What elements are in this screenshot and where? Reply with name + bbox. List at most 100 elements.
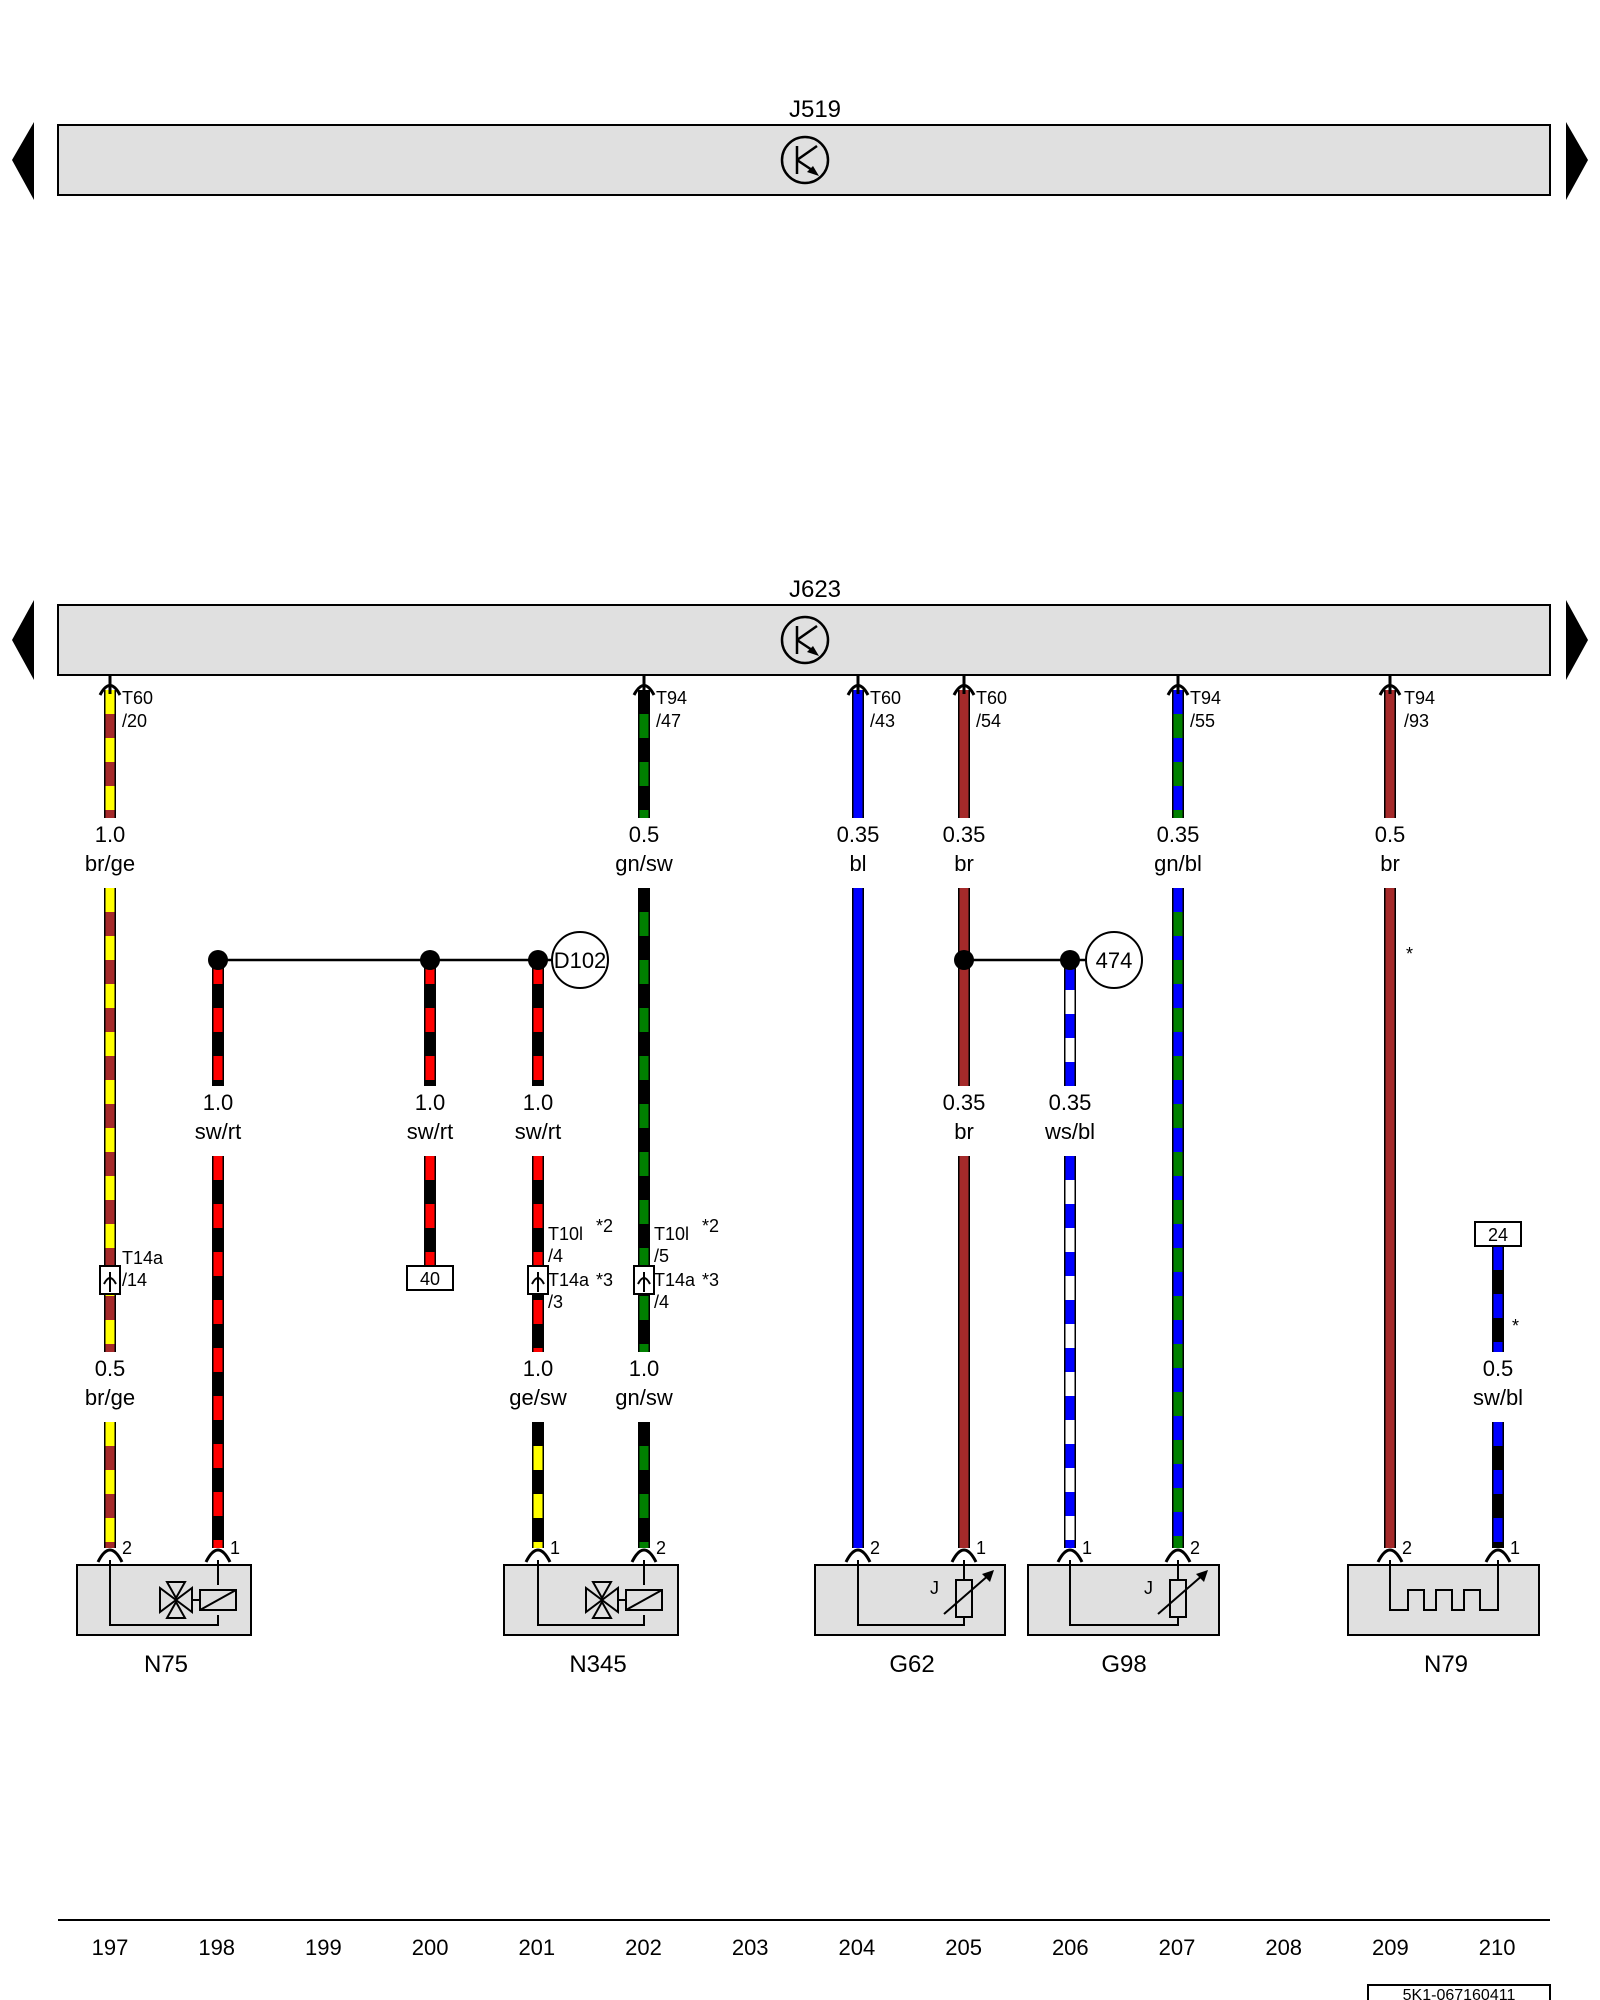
arrow-left-icon[interactable] xyxy=(12,122,34,200)
component-g98-pin: 2 xyxy=(1190,1538,1200,1558)
inline-t14a-3-note: *3 xyxy=(596,1270,613,1290)
inline-t14a-3-label: T14a xyxy=(548,1270,590,1290)
inline-connector-labels: T14a /14 T10l *2 /4 T14a *3 /3 T10l *2 /… xyxy=(122,1216,719,1312)
terminal-socket-icon xyxy=(1164,1548,1192,1563)
wire-color: br xyxy=(954,1119,974,1144)
component-g62-pin: 2 xyxy=(870,1538,880,1558)
ref-474-label: 474 xyxy=(1096,948,1133,973)
ref-box-24[interactable] xyxy=(1474,1221,1522,1247)
junction-dot xyxy=(1060,950,1080,970)
component-n75-pin: 1 xyxy=(230,1538,240,1558)
column-number: 202 xyxy=(625,1935,662,1960)
temperature-sensor-icon xyxy=(1157,1570,1208,1618)
connector-t60-20-label: T60 xyxy=(122,688,153,708)
module-j623-label: J623 xyxy=(789,576,841,603)
inline-t14a-14-pin: /14 xyxy=(122,1270,147,1290)
component-g62[interactable]: J 2 1 G62 xyxy=(814,1538,1006,1678)
module-j519-label: J519 xyxy=(789,96,841,123)
connector-t94-47-label: T94 xyxy=(656,688,687,708)
ref-box-40[interactable] xyxy=(406,1265,454,1291)
component-n345[interactable]: 1 2 N345 xyxy=(503,1538,679,1678)
component-n75[interactable]: 2 1 N75 xyxy=(76,1538,252,1678)
internal-wiring xyxy=(109,1560,219,1626)
wire-color: br/ge xyxy=(85,851,135,876)
inline-t10l-4-pin: /4 xyxy=(548,1246,563,1266)
internal-wiring xyxy=(857,1560,965,1626)
doc-id: 5K1-067160411 xyxy=(1403,1987,1516,2000)
component-g98-pin: 1 xyxy=(1082,1538,1092,1558)
terminal-socket-icon xyxy=(524,1548,552,1563)
wire-color: ge/sw xyxy=(509,1385,567,1410)
arrow-right-icon[interactable] xyxy=(1566,600,1588,680)
wire-size: 0.5 xyxy=(629,822,660,847)
solenoid-valve-icon xyxy=(585,1581,663,1619)
column-number: 210 xyxy=(1479,1935,1516,1960)
terminal-socket-icon xyxy=(1376,1548,1404,1563)
wire-color: gn/sw xyxy=(615,1385,673,1410)
wire-size: 1.0 xyxy=(523,1356,554,1381)
wire-size: 1.0 xyxy=(203,1090,234,1115)
wire-color: ws/bl xyxy=(1044,1119,1095,1144)
wire-layer xyxy=(104,690,1504,1548)
component-n79-pin: 1 xyxy=(1510,1538,1520,1558)
module-j623-box xyxy=(57,604,1551,676)
component-n79-pin: 2 xyxy=(1402,1538,1412,1558)
connector-t94-47-pin: /47 xyxy=(656,711,681,731)
note-asterisk: * xyxy=(1512,1316,1519,1336)
wire-color: sw/rt xyxy=(407,1119,453,1144)
component-g98[interactable]: J 1 2 G98 xyxy=(1027,1538,1220,1678)
wire-color: gn/bl xyxy=(1154,851,1202,876)
arrow-left-icon[interactable] xyxy=(12,600,34,680)
wire-color: br xyxy=(1380,851,1400,876)
connector-labels: T60 /20 T94 /47 T60 /43 T60 /54 T94 /55 … xyxy=(122,688,1435,731)
component-n79[interactable]: 2 1 N79 xyxy=(1347,1538,1540,1678)
connector-t94-93-label: T94 xyxy=(1404,688,1435,708)
wire-size: 0.5 xyxy=(95,1356,126,1381)
inline-connectors xyxy=(99,1265,655,1295)
module-j623: J623 xyxy=(12,576,1588,680)
reference-marks: D102 474 40 24 xyxy=(406,931,1522,1291)
ref-24-label: 24 xyxy=(1488,1225,1508,1245)
wire-color: sw/rt xyxy=(515,1119,561,1144)
wire-size: 1.0 xyxy=(629,1356,660,1381)
internal-wiring xyxy=(537,1560,645,1626)
ref-circle-d102[interactable] xyxy=(551,931,609,989)
wire-color: sw/bl xyxy=(1473,1385,1523,1410)
component-g62-box xyxy=(814,1564,1006,1636)
inline-t10l-4-note: *2 xyxy=(596,1216,613,1236)
column-number: 209 xyxy=(1372,1935,1409,1960)
doc-id-box: 5K1-067160411 xyxy=(1367,1984,1551,2000)
junction-dot xyxy=(420,950,440,970)
column-number: 204 xyxy=(839,1935,876,1960)
component-n79-name: N79 xyxy=(1424,1651,1468,1678)
wire-size: 0.35 xyxy=(943,1090,986,1115)
control-unit-icon xyxy=(780,615,830,665)
terminal-socket-icon xyxy=(950,1548,978,1563)
sensor-symbol-label: J xyxy=(1144,1578,1153,1598)
wire-size: 0.35 xyxy=(943,822,986,847)
sensor-symbol-label: J xyxy=(930,1578,939,1598)
wire-color: sw/rt xyxy=(195,1119,241,1144)
wire-size: 0.5 xyxy=(1483,1356,1514,1381)
ref-d102-label: D102 xyxy=(554,948,607,973)
wire-size: 1.0 xyxy=(415,1090,446,1115)
inline-t10l-5-pin: /5 xyxy=(654,1246,669,1266)
connector-t94-55-pin: /55 xyxy=(1190,711,1215,731)
terminal-socket-icon xyxy=(204,1548,232,1563)
inline-t10l-5-label: T10l xyxy=(654,1224,689,1244)
wire-color: gn/sw xyxy=(615,851,673,876)
ref-circle-474[interactable] xyxy=(1085,931,1143,989)
inline-t14a-4-pin: /4 xyxy=(654,1292,669,1312)
component-terminals xyxy=(96,1548,1512,1563)
inline-t14a-3-pin: /3 xyxy=(548,1292,563,1312)
internal-wiring xyxy=(1069,1560,1179,1626)
component-n75-pin: 2 xyxy=(122,1538,132,1558)
component-n345-pin: 2 xyxy=(656,1538,666,1558)
component-g98-name: G98 xyxy=(1101,1651,1146,1678)
arrow-right-icon[interactable] xyxy=(1566,122,1588,200)
component-g62-pin: 1 xyxy=(976,1538,986,1558)
junction-layer xyxy=(208,950,1086,970)
wire-size: 1.0 xyxy=(523,1090,554,1115)
